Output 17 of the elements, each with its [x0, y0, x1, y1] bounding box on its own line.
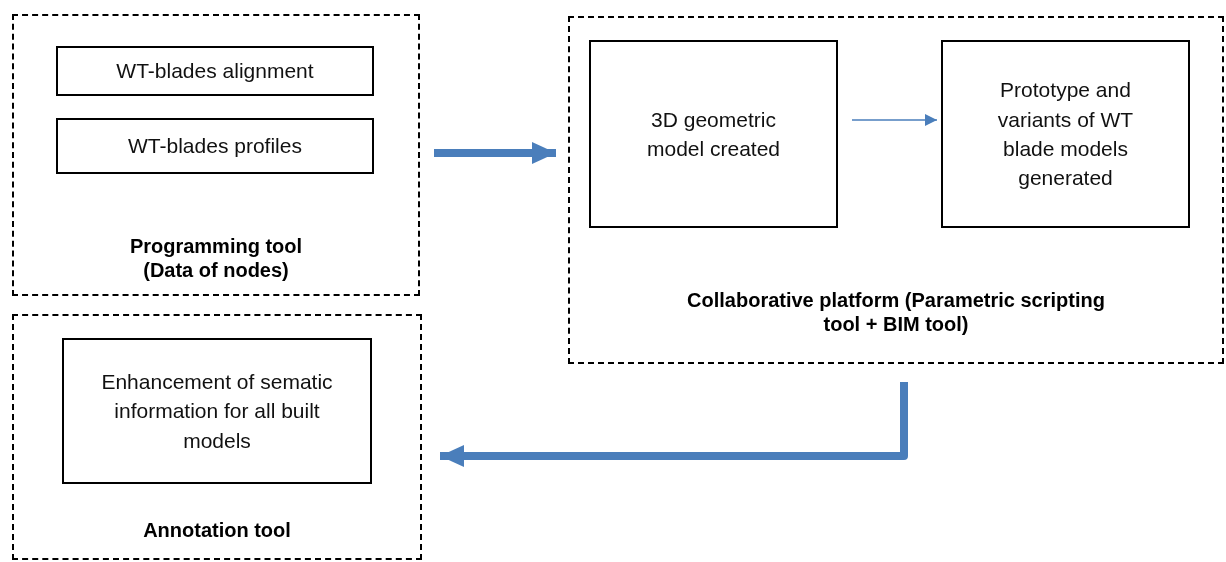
process-box	[56, 118, 374, 174]
dashed-group-frame	[12, 14, 420, 296]
group-title: Annotation tool	[143, 518, 291, 542]
box-text: WT-blades alignment	[116, 58, 314, 85]
process-box	[941, 40, 1190, 228]
box-text: WT-blades profiles	[128, 133, 302, 160]
group-title: Collaborative platform (Parametric scripting tool + BIM tool)	[686, 288, 1106, 336]
arrow	[851, 114, 938, 126]
dashed-group-frame	[568, 16, 1224, 364]
box-text: Prototype and variants of WT blade models generated	[996, 77, 1135, 192]
box-text: 3D geometric model created	[645, 106, 782, 162]
process-box	[56, 46, 374, 96]
box-text: Enhancement of sematic information for all built models	[100, 368, 334, 454]
group-title: Programming tool (Data of nodes)	[128, 234, 304, 282]
process-box	[62, 338, 372, 484]
dashed-group-frame	[12, 314, 422, 560]
process-box	[589, 40, 838, 228]
